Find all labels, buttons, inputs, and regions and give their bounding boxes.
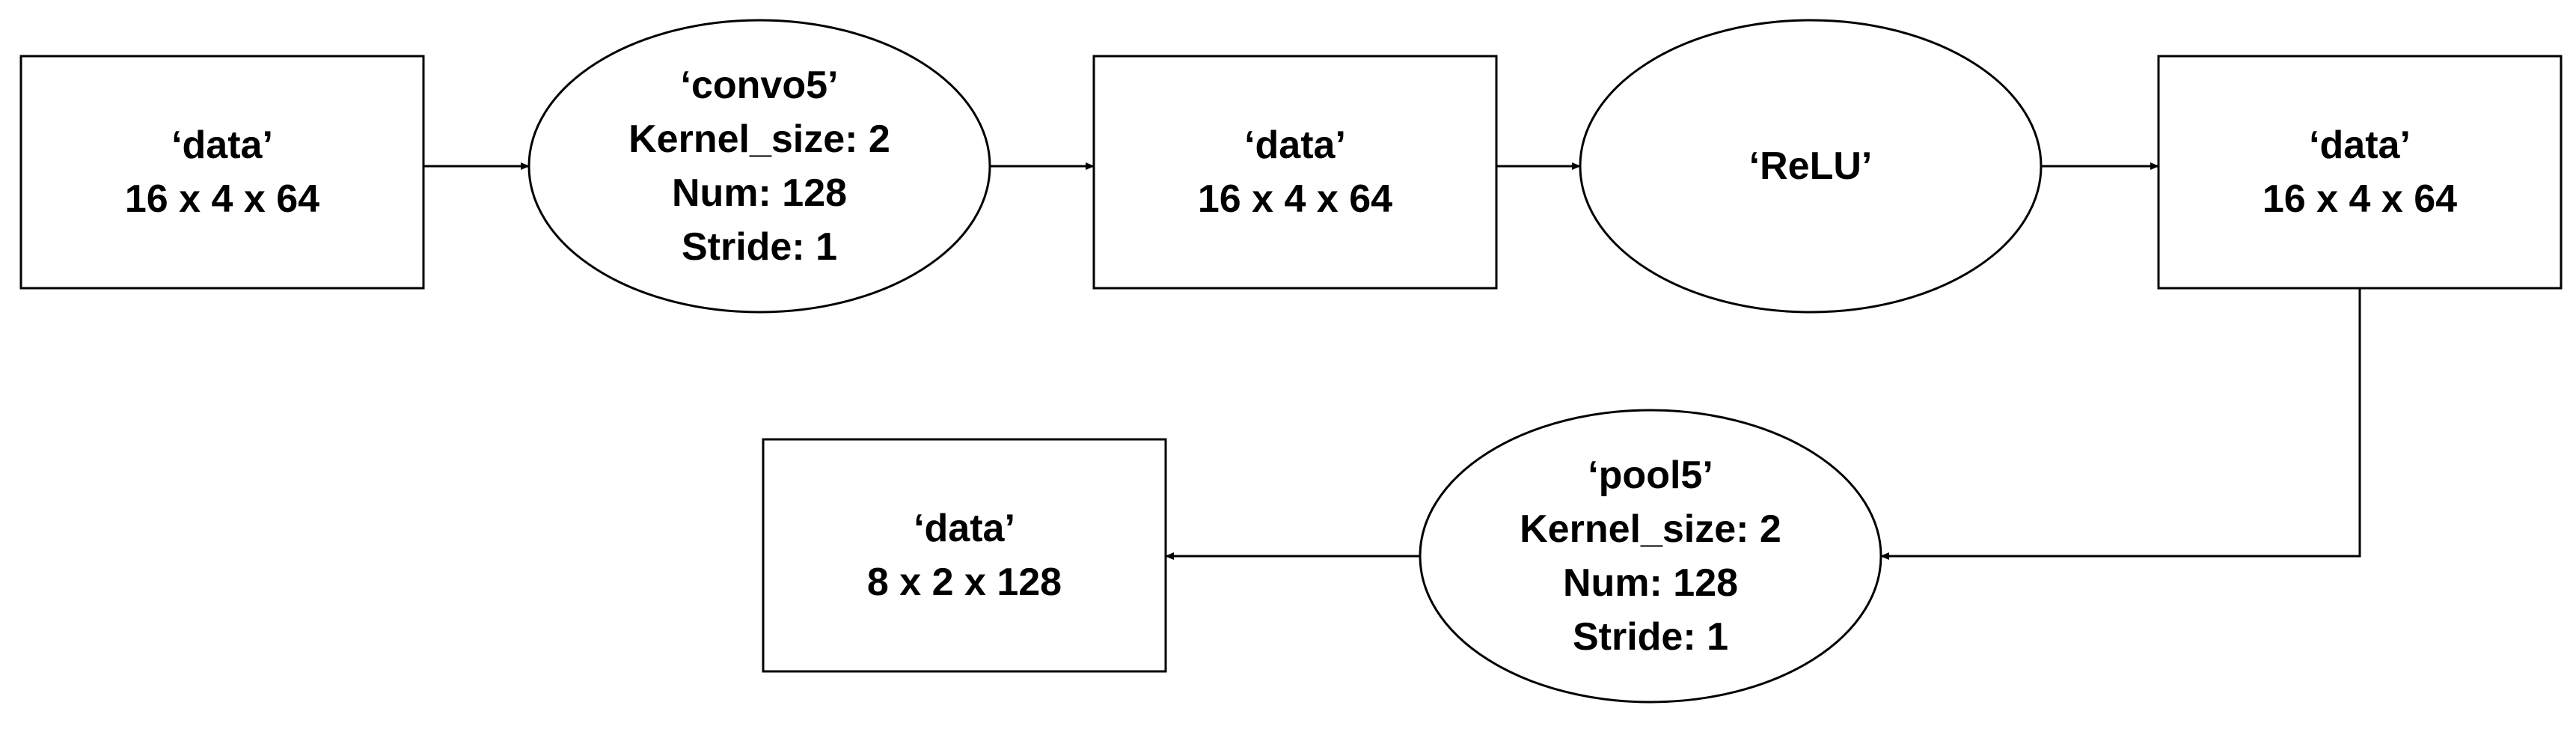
node-data4-box [762, 438, 1167, 673]
edge-data3-to-pool5 [1880, 288, 2361, 560]
node-data2-line-1: 16 x 4 x 64 [1198, 177, 1392, 221]
node-data4-line-0: ‘data’ [914, 507, 1015, 550]
node-convo5-line-0: ‘convo5’ [681, 64, 839, 107]
node-data1-line-1: 16 x 4 x 64 [125, 177, 319, 221]
node-data1-line-0: ‘data’ [171, 123, 273, 167]
edges-layer [423, 162, 2361, 560]
node-data4: ‘data’ 8 x 2 x 128 [762, 438, 1167, 673]
node-convo5-line-1: Kernel_size: 2 [628, 118, 890, 161]
node-data3: ‘data’ 16 x 4 x 64 [2157, 55, 2563, 290]
node-data2: ‘data’ 16 x 4 x 64 [1092, 55, 1498, 290]
node-data4-line-1: 8 x 2 x 128 [867, 561, 1062, 604]
node-data3-line-0: ‘data’ [2309, 123, 2411, 167]
nodes-layer: ‘data’ 16 x 4 x 64 ‘convo5’ Kernel_size: 2 N… [19, 19, 2563, 704]
node-data2-box [1092, 55, 1498, 290]
node-data3-line-1: 16 x 4 x 64 [2263, 177, 2457, 221]
node-data1-box [19, 55, 425, 290]
node-pool5-line-0: ‘pool5’ [1588, 454, 1713, 497]
node-relu: ‘ReLU’ [1579, 19, 2043, 314]
node-pool5-line-3: Stride: 1 [1573, 615, 1728, 659]
node-pool5-line-2: Num: 128 [1563, 561, 1738, 605]
node-data1: ‘data’ 16 x 4 x 64 [19, 55, 425, 290]
node-relu-ellipse [1579, 19, 2043, 314]
node-pool5-line-1: Kernel_size: 2 [1520, 507, 1781, 551]
node-pool5-ellipse [1419, 409, 1882, 704]
node-convo5-line-3: Stride: 1 [682, 225, 837, 269]
node-data2-line-0: ‘data’ [1244, 123, 1346, 167]
node-relu-line-0: ‘ReLU’ [1749, 144, 1873, 188]
node-data3-box [2157, 55, 2563, 290]
node-convo5-line-2: Num: 128 [672, 171, 847, 215]
node-convo5-ellipse [527, 19, 991, 314]
